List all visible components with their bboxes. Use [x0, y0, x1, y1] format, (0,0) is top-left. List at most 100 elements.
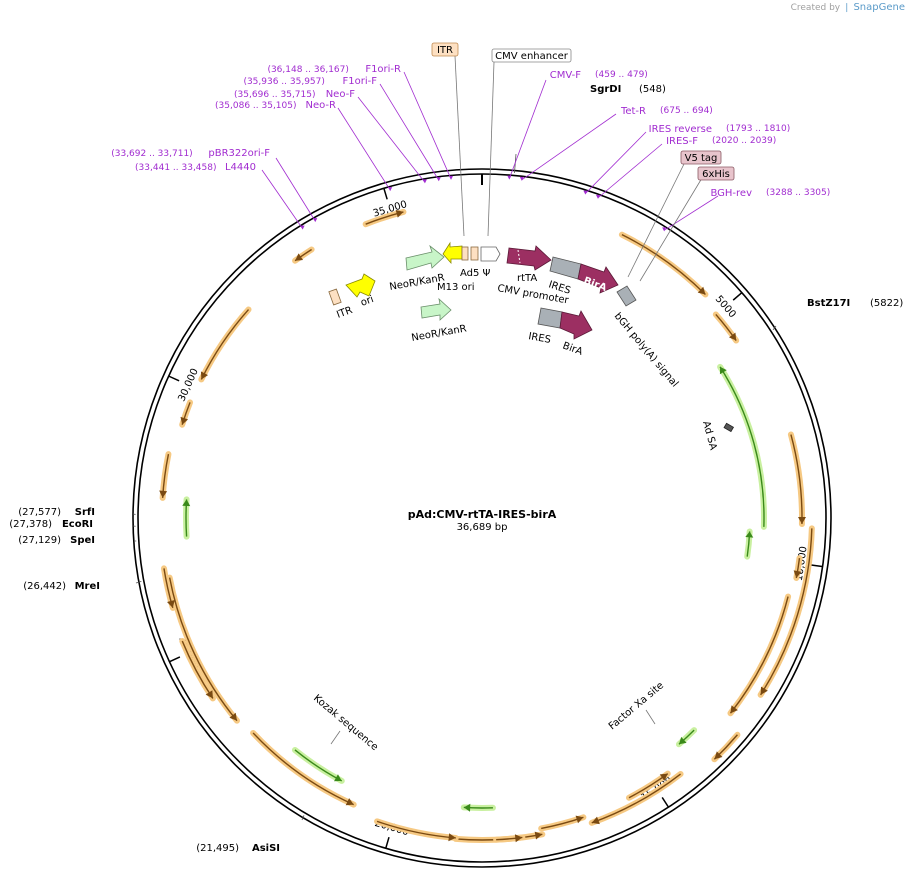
- label-m13ori: M13 ori: [437, 282, 475, 293]
- orf-arrow-head: [182, 499, 191, 507]
- site-asisi-name: AsiSI: [252, 843, 280, 854]
- orf-arrow-head: [448, 833, 456, 842]
- orf-arrow-head: [797, 516, 806, 525]
- orf-halo: [166, 574, 240, 724]
- tick-mark: [732, 291, 743, 301]
- site-sgrdi-pos: (548): [639, 84, 666, 95]
- primer-pos: (33,441 .. 33,458): [135, 163, 216, 173]
- snapgene-logo-icon: ❘: [843, 3, 851, 13]
- restriction-sites: SgrDI(548)BstZ17I(5822)AsiSI(21,495)MreI…: [9, 84, 903, 854]
- credit-prefix: Created by: [790, 3, 841, 13]
- v5-leader: [627, 163, 685, 278]
- primer-leader: [261, 169, 303, 229]
- box-label-text: 6xHis: [702, 169, 730, 180]
- primer-leader: [663, 195, 719, 231]
- primer-arrow: [519, 176, 524, 181]
- label-ires-lower: IRES: [527, 331, 551, 346]
- orf-arrow-head: [159, 490, 168, 498]
- site-ecori-pos: (27,378): [9, 519, 52, 530]
- orf-arrow-head: [229, 712, 237, 721]
- site-srfi-pos: (27,577): [18, 507, 61, 518]
- orf-arrow-head: [167, 599, 175, 608]
- feature-ires-lower-box: [537, 307, 563, 329]
- feature-neokan-arrow: [405, 244, 445, 271]
- primer-leader: [403, 71, 452, 180]
- box-label-text: ITR: [437, 45, 453, 56]
- primer-pos: (459 .. 479): [595, 70, 648, 80]
- orf-arrow-head: [659, 773, 668, 781]
- primer-name: Neo-R: [306, 100, 337, 111]
- primer-pos: (35,696 .. 35,715): [234, 90, 315, 100]
- orf-arrow-head: [200, 371, 209, 380]
- site-leader: [772, 325, 777, 331]
- orf-arrow-line: [719, 366, 765, 527]
- feature-rtta-arrow: [506, 245, 552, 271]
- feature-bgh-box: [616, 285, 637, 307]
- feature-block: [328, 241, 735, 433]
- primer-pos: (3288 .. 3305): [766, 188, 830, 198]
- feature-m13ori-arrow: [442, 241, 463, 265]
- primer-leader: [585, 131, 647, 194]
- orf-arrows: [159, 208, 815, 843]
- tick-mark: [168, 656, 181, 663]
- orf-arrow-head: [591, 816, 600, 825]
- feature-ad5psi-box-a: [470, 246, 479, 261]
- primer-name: F1ori-F: [343, 76, 378, 87]
- box-label-bg: [697, 166, 735, 181]
- primer-leader: [379, 83, 440, 181]
- primer-arrow: [583, 190, 588, 195]
- orf-halo: [198, 306, 252, 383]
- primer-leader: [275, 157, 316, 222]
- orf-arrow-line: [621, 234, 706, 296]
- primer-leader: [521, 113, 617, 181]
- primer-arrow: [449, 175, 454, 180]
- orf-arrow-head: [295, 253, 304, 261]
- primer-name: Neo-F: [326, 89, 356, 100]
- primer-name: pBR322ori-F: [208, 148, 270, 159]
- site-spei-name: SpeI: [70, 535, 95, 546]
- primer-name: CMV-F: [550, 70, 581, 81]
- credit-brand: SnapGene: [853, 2, 905, 13]
- orf-arrow-head: [678, 736, 687, 745]
- tick-mark: [661, 797, 670, 808]
- primer-name: F1ori-R: [365, 64, 401, 75]
- orf-arrow-head: [719, 366, 727, 375]
- label-ori: ori: [359, 294, 375, 309]
- site-bstz17i-pos: (5822): [870, 298, 903, 309]
- feature-leaders: [330, 55, 703, 745]
- orf-arrow-head: [345, 798, 354, 806]
- primer-arrow: [436, 177, 441, 182]
- label-ad5psi: Ad5 Ψ: [460, 268, 491, 279]
- orf-arrow-line: [591, 773, 682, 824]
- label-rtta: rtTA: [517, 273, 537, 284]
- primer-sites: CMV-F(459 .. 479)Tet-R(675 .. 694)IRES r…: [111, 64, 830, 232]
- tick-label: 30,000: [176, 367, 200, 403]
- primer-arrow: [300, 225, 305, 230]
- primer-arrow: [507, 175, 512, 180]
- plasmid-name: pAd:CMV-rtTA-IRES-birA: [408, 508, 557, 521]
- feature-bira-lower-arrow: [559, 310, 593, 340]
- orf-arrow-line: [729, 596, 789, 714]
- orf-arrow-head: [534, 831, 543, 840]
- site-spei-pos: (27,129): [18, 535, 61, 546]
- orf-arrow-head: [395, 209, 404, 218]
- backbone-outer: [132, 168, 832, 868]
- tick-mark: [383, 187, 388, 200]
- orf-halo: [717, 363, 767, 530]
- primer-leader: [357, 96, 426, 183]
- label-neokan-lower: NeoR/KanR: [411, 323, 468, 344]
- primer-name: IRES reverse: [649, 124, 712, 135]
- site-ecori-name: EcoRI: [62, 519, 93, 530]
- box-label-text: V5 tag: [685, 153, 718, 164]
- feature-ires-upper-box: [549, 256, 582, 280]
- feature-cmv-enh-arrow: [480, 246, 501, 262]
- orf-arrow-head: [334, 774, 342, 782]
- primer-pos: (35,086 .. 35,105): [215, 101, 296, 111]
- label-itr-left: ITR: [335, 305, 354, 321]
- orf-arrow-head: [180, 416, 189, 425]
- primer-arrow: [662, 227, 667, 232]
- tick-mark: [811, 564, 824, 568]
- primer-leader: [337, 107, 391, 191]
- tick-mark: [167, 375, 180, 382]
